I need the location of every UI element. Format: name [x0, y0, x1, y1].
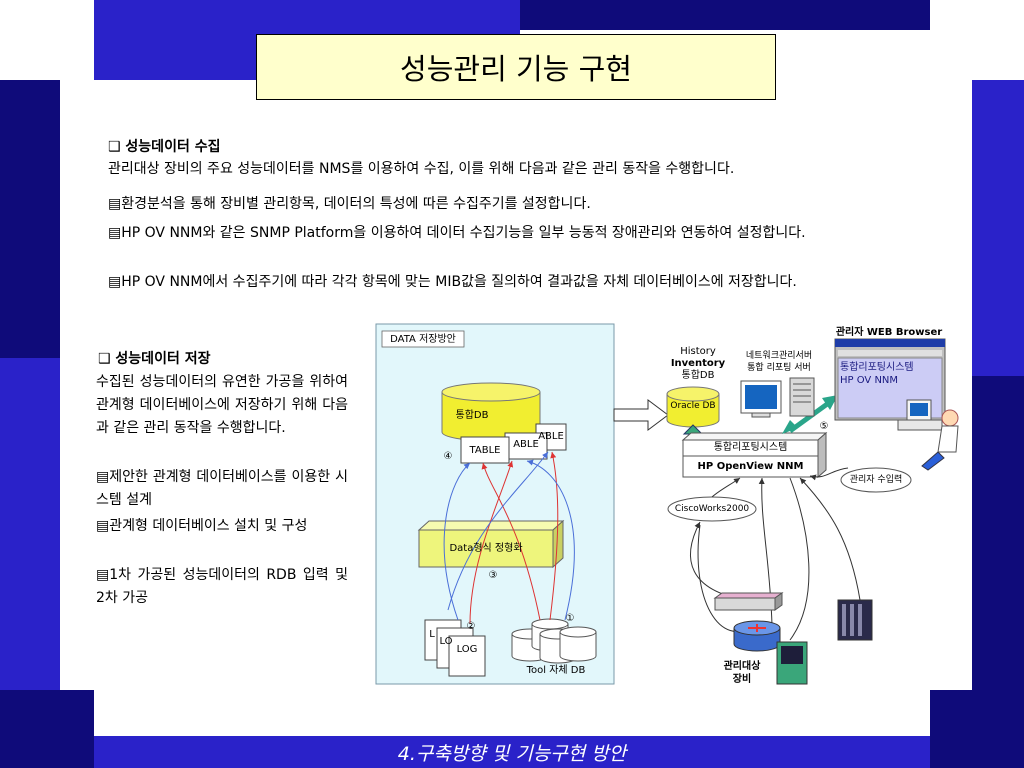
operator-figure: [897, 399, 959, 471]
browser-title: 관리자 WEB Browser: [835, 327, 943, 338]
frame-bottom-right: [930, 690, 1024, 768]
tool-db-label: Tool 자체 DB: [526, 665, 586, 676]
log-label-1: L: [429, 629, 435, 640]
storage-panel: [375, 323, 615, 685]
up-arrow: [682, 424, 704, 441]
section1-heading: ❑ 성능데이터 수집: [108, 139, 221, 155]
server-icon: [789, 377, 815, 417]
rack-icon: [837, 599, 873, 641]
section2-heading: ❑ 성능데이터 저장: [98, 351, 211, 367]
inventory-label: Inventory: [670, 358, 726, 369]
frame-bottom-left: [0, 690, 94, 768]
step-2: ②: [466, 621, 476, 632]
step-1: ①: [565, 613, 575, 624]
net-server-label-1: 네트워크관리서버: [745, 351, 813, 361]
section1-intro: 관리대상 장비의 주요 성능데이터를 NMS를 이용하여 수집, 이를 위해 다…: [108, 161, 735, 177]
table-label-3: ABLE: [538, 431, 564, 442]
frame-left-top-navy: [0, 0, 94, 80]
section1-item: ▤HP OV NNM와 같은 SNMP Platform을 이용하여 데이터 수…: [108, 225, 806, 241]
managed-device-icon: [776, 641, 808, 685]
oracle-label: Oracle DB: [670, 401, 716, 411]
integrated-db-label: 통합DB: [455, 410, 489, 421]
frame-right-navy: [972, 376, 1024, 690]
switch-icon: [713, 592, 784, 611]
step-3: ③: [488, 570, 498, 581]
ciscoworks-label: CiscoWorks2000: [674, 504, 750, 514]
slide-title: 성능관리 기능 구현: [256, 34, 776, 100]
browser-line-2: HP OV NNM: [840, 375, 899, 386]
nnm-label: HP OpenView NNM: [697, 461, 804, 472]
admin-input-label: 관리자 수입력: [849, 475, 903, 485]
slide-footer: 4.구축방향 및 기능구현 방안: [397, 742, 627, 765]
history-db-label: 통합DB: [681, 370, 715, 381]
frame-top-navy: [520, 0, 930, 30]
transform-label: Data형식 정형화: [449, 543, 523, 554]
log-label-3: LOG: [456, 644, 478, 655]
panel-label: DATA 저장방안: [390, 334, 456, 345]
panel-to-oracle-arrow: [613, 399, 669, 431]
tool-db-cylinders: [511, 618, 597, 664]
frame-right-top: [930, 0, 1024, 80]
managed-label-2: 장비: [732, 674, 752, 685]
section2-item: ▤제안한 관계형 데이터베이스를 이용한 시스템 설계: [96, 469, 348, 508]
report-system-label: 통합리포팅시스템: [713, 442, 788, 453]
log-label-2: LO: [439, 636, 453, 647]
frame-left-navy: [0, 80, 60, 358]
table-label-2: ABLE: [513, 439, 539, 450]
table-label-1: TABLE: [469, 445, 501, 456]
frame-right-blue: [972, 80, 1024, 376]
browser-line-1: 통합리포팅시스템: [840, 362, 914, 373]
frame-left-blue: [0, 358, 60, 690]
section1-item: ▤환경분석을 통해 장비별 관리항목, 데이터의 특성에 따른 수집주기를 설정…: [108, 196, 591, 212]
history-label: History: [680, 346, 716, 357]
frame-bottom-bar: [94, 736, 930, 768]
section1-item: ▤HP OV NNM에서 수집주기에 따라 각각 항목에 맞는 MIB값을 질의…: [108, 274, 797, 290]
step-5: ⑤: [819, 421, 829, 432]
step-4: ④: [443, 451, 453, 462]
net-server-label-2: 통합 리포팅 서버: [747, 363, 811, 373]
managed-label-1: 관리대상: [723, 661, 761, 672]
section2-item: ▤1차 가공된 성능데이터의 RDB 입력 및 2차 가공: [96, 567, 348, 606]
router-icon: [733, 620, 781, 652]
section2-intro: 수집된 성능데이터의 유연한 가공을 위하여 관계형 데이터베이스에 저장하기 …: [96, 374, 348, 436]
section2-item: ▤관계형 데이터베이스 설치 및 구성: [96, 518, 308, 534]
monitor-icon: [740, 380, 782, 418]
